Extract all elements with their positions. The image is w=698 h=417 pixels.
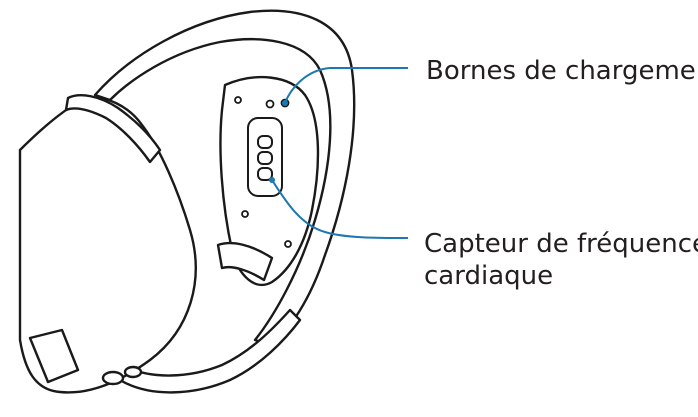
callout-heart-rate-sensor: Capteur de fréquence cardiaque: [424, 228, 698, 292]
leader-dot-charging: [282, 100, 288, 106]
charging-pin-1: [265, 99, 275, 109]
sensor-window-2: [257, 151, 273, 165]
callout-charging-terminals: Bornes de chargement: [426, 56, 698, 86]
lower-strap-segment: [216, 241, 274, 282]
clasp-slot: [28, 328, 80, 384]
sensor-window-3: [257, 167, 273, 181]
callout-heart-rate-line1: Capteur de fréquence: [424, 229, 698, 259]
leader-dot-hr: [269, 177, 275, 183]
leader-line-charging: [284, 67, 408, 104]
screw-2: [284, 240, 292, 248]
sensor-window-1: [257, 135, 273, 149]
clasp-pin-2: [123, 365, 143, 379]
screw-1: [241, 210, 249, 218]
leader-line-hr: [271, 179, 409, 239]
callout-heart-rate-line2: cardiaque: [424, 261, 554, 291]
clasp-pin-1: [101, 370, 125, 386]
strap-keeper: [64, 94, 162, 164]
screw-3: [234, 96, 242, 104]
